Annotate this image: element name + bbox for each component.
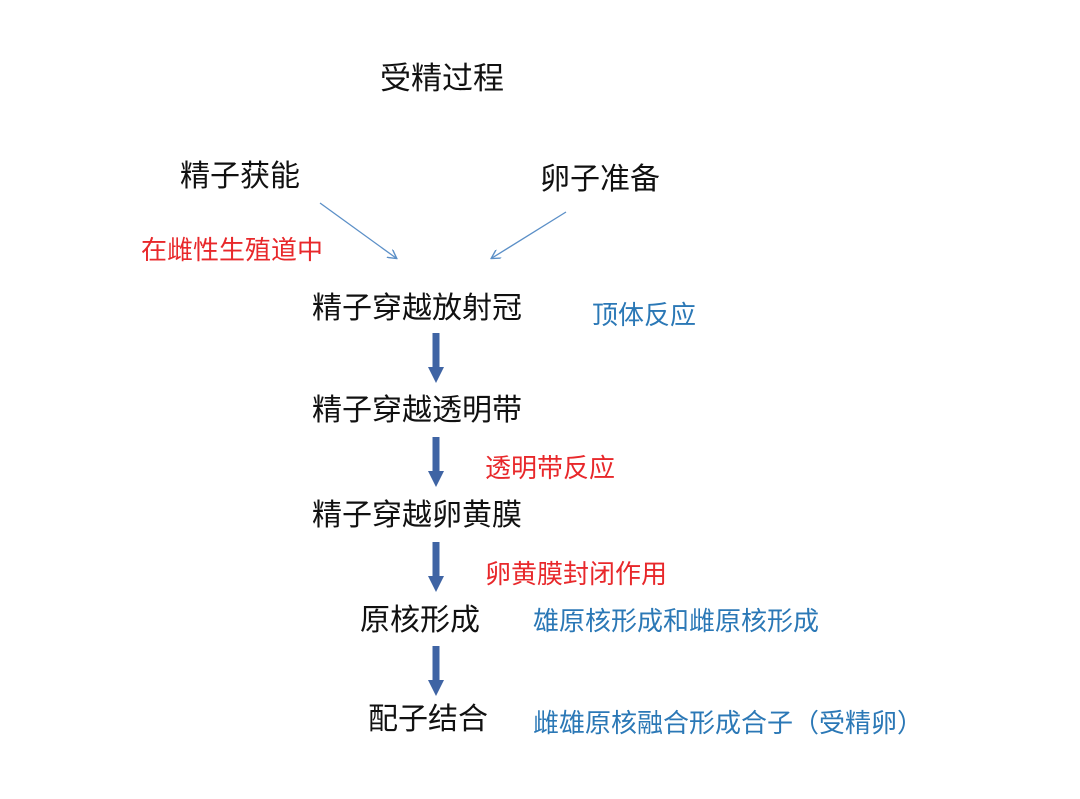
- step-1-corona-radiata: 精子穿越放射冠: [312, 291, 522, 326]
- step-5-syngamy: 配子结合: [368, 702, 488, 737]
- note-syngamy-result: 雌雄原核融合形成合子（受精卵）: [533, 709, 924, 739]
- step-3-vitelline-membrane: 精子穿越卵黄膜: [312, 498, 522, 533]
- down-arrow-2: [428, 437, 444, 487]
- note-capacitation-location: 在雌性生殖道中: [141, 236, 324, 266]
- block-arrows: [428, 333, 444, 696]
- note-vitelline-block: 卵黄膜封闭作用: [485, 560, 668, 590]
- input-egg-preparation: 卵子准备: [540, 162, 660, 197]
- diagram-title: 受精过程: [380, 61, 504, 97]
- down-arrow-3: [428, 542, 444, 592]
- note-pronuclei-formation: 雄原核形成和雌原核形成: [533, 607, 820, 637]
- note-zona-reaction: 透明带反应: [485, 454, 616, 484]
- note-acrosome-reaction: 顶体反应: [592, 301, 697, 331]
- step-4-pronuclei-formation: 原核形成: [360, 603, 480, 638]
- down-arrow-1: [428, 333, 444, 383]
- arrow-egg-prep-to-corona: [492, 211, 567, 258]
- step-2-zona-pellucida: 精子穿越透明带: [312, 393, 522, 428]
- down-arrow-4: [428, 646, 444, 696]
- arrow-capacitation-to-corona: [319, 202, 396, 258]
- input-sperm-capacitation: 精子获能: [180, 159, 300, 194]
